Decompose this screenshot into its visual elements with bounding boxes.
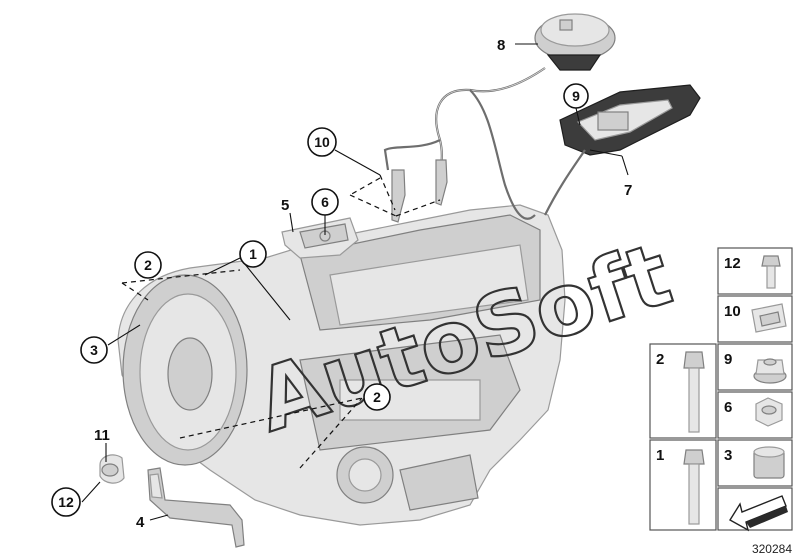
selector-lever-top xyxy=(534,13,616,71)
legend-cell-1: 1 xyxy=(649,439,717,531)
callout-6: 6 xyxy=(311,188,339,216)
long-bolt-icon xyxy=(683,351,705,433)
leader-lines xyxy=(81,43,629,521)
svg-text:6: 6 xyxy=(724,399,732,416)
legend-cell-9: 9 xyxy=(717,343,793,391)
svg-text:2: 2 xyxy=(144,257,152,273)
clip-nut-icon xyxy=(751,303,787,333)
callout-3: 3 xyxy=(80,336,108,364)
bolt-icon xyxy=(761,255,781,289)
reference-number: 320284 xyxy=(752,542,792,556)
hex-nut-icon xyxy=(755,397,783,427)
svg-text:4: 4 xyxy=(136,514,145,531)
svg-text:7: 7 xyxy=(624,182,632,199)
svg-text:9: 9 xyxy=(572,88,580,104)
svg-text:10: 10 xyxy=(724,303,741,320)
legend-cell-arrow xyxy=(717,487,793,532)
callout-11: 11 xyxy=(94,427,110,444)
svg-text:8: 8 xyxy=(497,37,505,54)
sleeve-icon xyxy=(753,446,785,479)
svg-text:1: 1 xyxy=(249,246,257,262)
flange-nut-icon xyxy=(753,358,787,384)
arrow-icon xyxy=(729,495,788,532)
legend-cell-12: 12 xyxy=(717,247,793,295)
svg-text:11: 11 xyxy=(94,427,110,444)
svg-text:3: 3 xyxy=(724,447,732,464)
svg-text:2: 2 xyxy=(373,389,381,405)
selector-cables xyxy=(383,67,586,223)
svg-text:3: 3 xyxy=(90,342,98,358)
parts-legend: 12 10 2 9 xyxy=(649,247,793,532)
selector-housing xyxy=(559,84,701,156)
svg-text:12: 12 xyxy=(58,494,74,510)
legend-cell-6: 6 xyxy=(717,391,793,439)
callout-2-top: 2 xyxy=(134,251,162,279)
retaining-clip xyxy=(99,454,125,484)
callout-5: 5 xyxy=(281,197,289,214)
legend-cell-3: 3 xyxy=(717,439,793,487)
callout-7: 7 xyxy=(624,182,632,199)
legend-cell-2: 2 xyxy=(649,343,717,439)
callout-4: 4 xyxy=(136,514,145,531)
svg-text:12: 12 xyxy=(724,255,741,272)
guide-rail xyxy=(147,467,245,548)
callout-1: 1 xyxy=(239,240,267,268)
svg-text:6: 6 xyxy=(321,194,329,210)
svg-text:10: 10 xyxy=(314,134,330,150)
svg-text:1: 1 xyxy=(656,447,664,464)
callout-12: 12 xyxy=(51,487,81,517)
bolt-icon xyxy=(683,449,705,525)
svg-text:2: 2 xyxy=(656,351,664,368)
callout-8: 8 xyxy=(497,37,505,54)
callout-2-mid: 2 xyxy=(363,383,391,411)
legend-cell-10: 10 xyxy=(717,295,793,343)
callout-10: 10 xyxy=(307,127,337,157)
svg-text:5: 5 xyxy=(281,197,289,214)
callout-9: 9 xyxy=(563,83,589,109)
svg-text:9: 9 xyxy=(724,351,732,368)
cable-bracket xyxy=(281,217,359,259)
transmission-housing xyxy=(117,204,566,526)
